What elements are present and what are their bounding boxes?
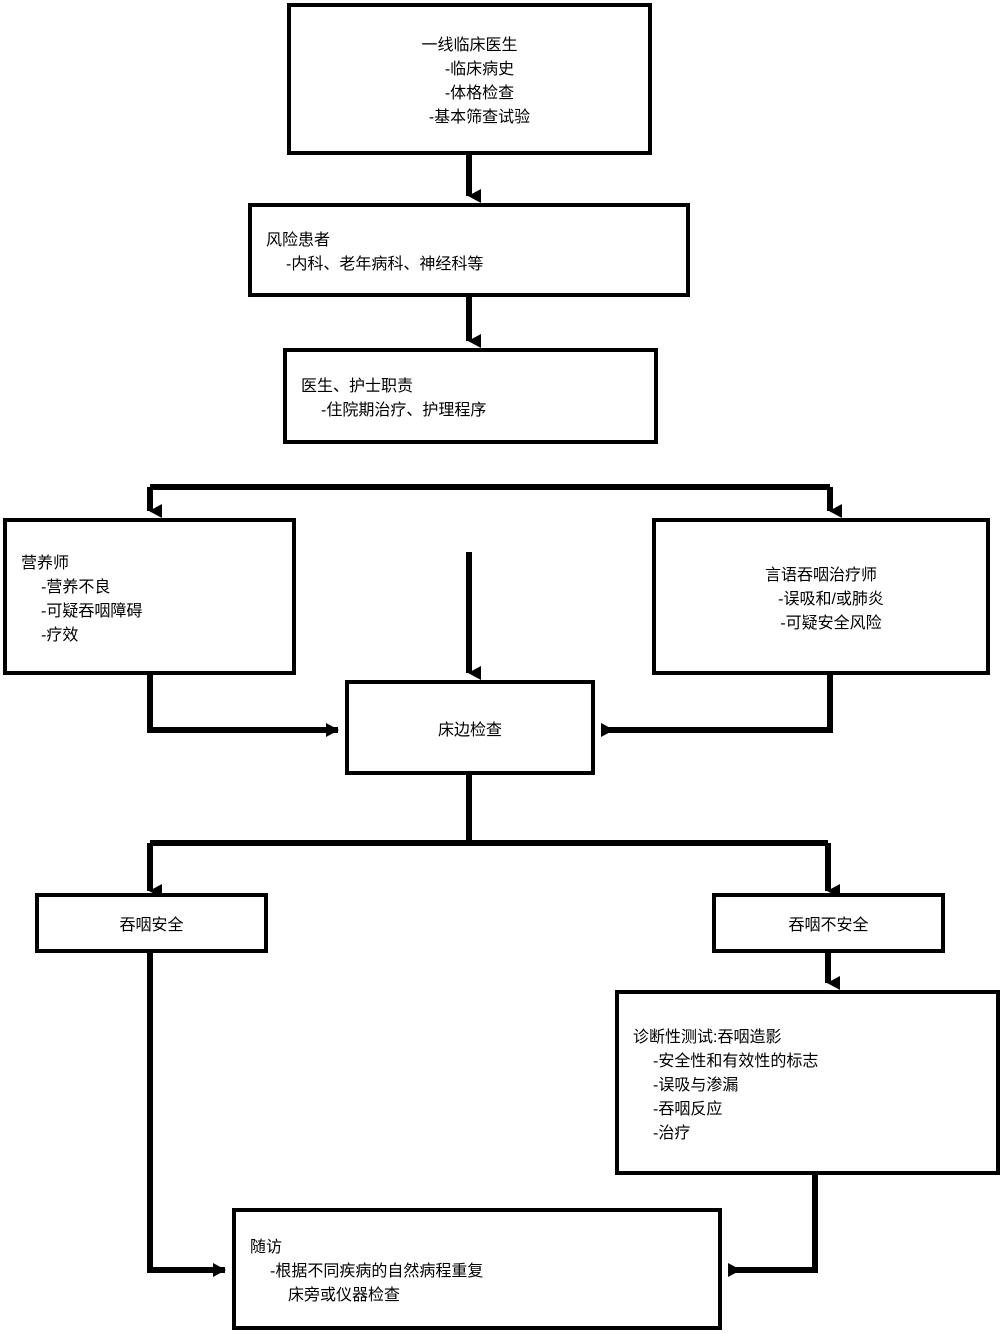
node-item: -根据不同疾病的自然病程重复: [270, 1263, 484, 1280]
node-item: -内科、老年病科、神经科等: [286, 256, 484, 273]
node-at-risk-patients[interactable]: 风险患者 -内科、老年病科、神经科等: [248, 203, 690, 297]
node-swallow-safe[interactable]: 吞咽安全: [35, 893, 268, 953]
node-follow-up[interactable]: 随访 -根据不同疾病的自然病程重复 床旁或仪器检查: [232, 1208, 722, 1330]
node-title: 风险患者: [266, 232, 331, 249]
node-title: 吞咽不安全: [788, 917, 869, 934]
node-frontline-clinician[interactable]: 一线临床医生 -临床病史 -体格检查 -基本筛查试验: [287, 3, 652, 155]
node-title: 医生、护士职责: [301, 378, 414, 395]
node-item: -可疑安全风险: [780, 614, 882, 632]
edge-dietitian-to-bedside: [147, 675, 339, 737]
edge-diagnostic-to-followup: [728, 1175, 818, 1277]
node-item: -误吸与渗漏: [653, 1076, 739, 1094]
node-title: 言语吞咽治疗师: [764, 566, 877, 584]
node-speech-swallow-therapist[interactable]: 言语吞咽治疗师 -误吸和/或肺炎 -可疑安全风险: [652, 518, 990, 675]
node-item: -住院期治疗、护理程序: [321, 402, 487, 419]
node-item: -可疑吞咽障碍: [41, 602, 143, 620]
node-title: 诊断性测试:吞咽造影: [633, 1028, 782, 1046]
node-bedside-exam[interactable]: 床边检查: [345, 680, 595, 775]
node-item: -基本筛查试验: [428, 109, 531, 126]
node-dietitian[interactable]: 营养师 -营养不良 -可疑吞咽障碍 -疗效: [3, 518, 296, 675]
node-doctor-nurse-duty[interactable]: 医生、护士职责 -住院期治疗、护理程序: [283, 348, 658, 444]
node-item: -误吸和/或肺炎: [778, 590, 884, 608]
node-title: 吞咽安全: [119, 917, 184, 934]
node-item: -吞咽反应: [653, 1100, 723, 1118]
node-item: -治疗: [653, 1124, 691, 1142]
node-item: 床旁或仪器检查: [288, 1287, 401, 1304]
node-item: -临床病史: [444, 61, 515, 78]
node-item: -营养不良: [41, 578, 111, 596]
node-item: -安全性和有效性的标志: [653, 1052, 819, 1070]
edge-therapist-to-bedside: [601, 675, 833, 737]
node-title: 随访: [250, 1239, 283, 1256]
node-swallow-unsafe[interactable]: 吞咽不安全: [712, 893, 945, 953]
node-item: -疗效: [41, 626, 79, 644]
node-title: 床边检查: [437, 721, 502, 739]
node-item: -体格检查: [444, 85, 515, 102]
node-diagnostic-test[interactable]: 诊断性测试:吞咽造影 -安全性和有效性的标志 -误吸与渗漏 -吞咽反应 -治疗: [615, 990, 1000, 1175]
node-title: 营养师: [21, 554, 70, 572]
edge-safe-to-followup: [147, 953, 226, 1277]
node-title: 一线临床医生: [421, 37, 518, 54]
